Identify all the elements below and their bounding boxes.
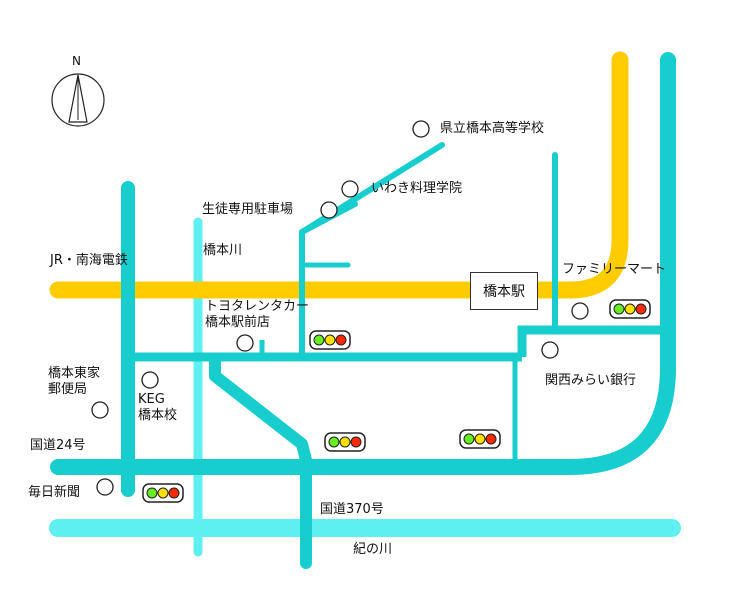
toyota-rental-label: トヨタレンタカー 橋本駅前店 xyxy=(205,299,310,330)
route370-road xyxy=(209,356,312,569)
kinokawa-label: 紀の川 xyxy=(353,542,393,557)
road-to-bank xyxy=(517,325,660,357)
post-office-label: 橋本東家 郵便局 xyxy=(48,366,101,397)
traffic-signal-icon xyxy=(609,299,651,319)
kansai-bank-label: 関西みらい銀行 xyxy=(545,373,637,388)
compass-north-label: N xyxy=(72,54,81,68)
school-label: 県立橋本高等学校 xyxy=(440,121,545,136)
keg-marker xyxy=(141,371,159,389)
mainichi-marker xyxy=(96,478,114,496)
route24-label: 国道24号 xyxy=(30,438,86,453)
cooking-school-marker xyxy=(341,180,359,198)
keg-label: KEG 橋本校 xyxy=(138,392,178,423)
hashimoto-river-label: 橋本川 xyxy=(203,243,243,258)
station-box: 橋本駅 xyxy=(470,272,538,310)
north-compass xyxy=(51,73,105,127)
kansai-bank-marker xyxy=(541,341,559,359)
cooking-school-label: いわき料理学院 xyxy=(371,181,463,196)
railway-label: JR・南海電鉄 xyxy=(50,253,128,268)
toyota-rental-marker xyxy=(236,334,254,352)
traffic-signal-icon xyxy=(309,330,351,350)
route370-label: 国道370号 xyxy=(320,502,384,517)
post-office-marker xyxy=(91,401,109,419)
school-marker xyxy=(412,120,430,138)
traffic-signal-icon xyxy=(459,429,501,449)
traffic-signal-icon xyxy=(142,483,184,503)
parking-label: 生徒専用駐車場 xyxy=(202,202,294,217)
mainichi-label: 毎日新聞 xyxy=(28,485,81,500)
familymart-marker xyxy=(571,302,589,320)
railway-line xyxy=(49,51,629,299)
familymart-label: ファミリーマート xyxy=(562,262,667,277)
parking-marker xyxy=(320,201,338,219)
route24-road xyxy=(50,52,676,475)
traffic-signal-icon xyxy=(324,432,366,452)
